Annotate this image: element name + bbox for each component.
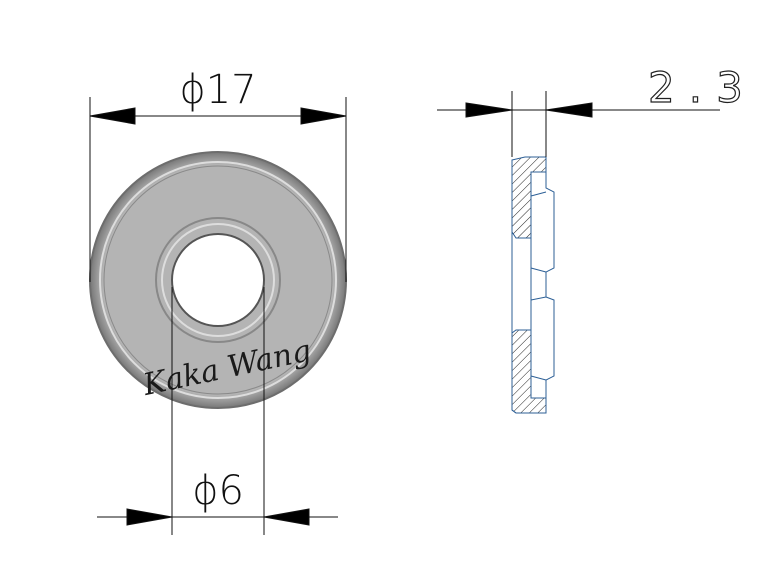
inner-diameter-dimension bbox=[97, 287, 338, 535]
inner-diameter-label: ϕ6 bbox=[192, 468, 244, 514]
washer-section-view bbox=[511, 156, 555, 414]
washer-front-view: Kaka Wang bbox=[89, 151, 347, 409]
outer-diameter-dimension bbox=[89, 97, 347, 282]
thickness-label: 2.3 bbox=[648, 63, 757, 112]
outer-diameter-label: ϕ17 bbox=[179, 67, 256, 113]
thickness-dimension bbox=[437, 91, 720, 157]
